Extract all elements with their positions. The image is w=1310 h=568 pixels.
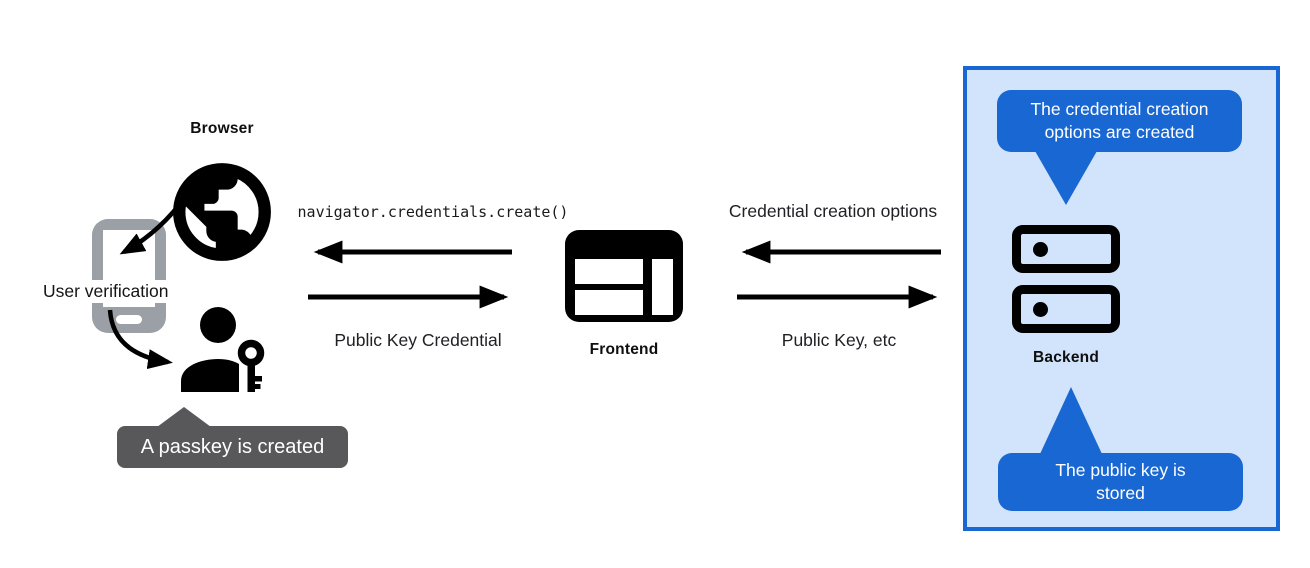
frontend-cell-right <box>652 259 673 315</box>
callout-key-stored: The public key is stored <box>998 387 1243 511</box>
frontend-cell-bottom-left <box>575 290 643 315</box>
browser-label: Browser <box>190 120 254 137</box>
credential-creation-options-label: Credential creation options <box>728 201 938 221</box>
public-key-credential-label: Public Key Credential <box>334 330 502 350</box>
tooltip-tail-up <box>157 407 211 427</box>
person-with-key-icon <box>181 307 265 392</box>
callout-passkey-created-text: A passkey is created <box>140 435 325 458</box>
frontend-label: Frontend <box>589 341 659 358</box>
callout-options-created: The credential creation options are crea… <box>997 90 1242 205</box>
frontend-window-icon <box>565 230 683 322</box>
callout-tail-down <box>1035 151 1097 205</box>
create-call-label: navigator.credentials.create() <box>297 203 569 221</box>
callout-options-created-line2: options are created <box>1044 122 1195 142</box>
callout-key-stored-line2: stored <box>1096 483 1145 503</box>
server-icon-top <box>1012 225 1120 273</box>
globe-icon <box>173 163 271 261</box>
callout-tail-up <box>1040 387 1102 454</box>
callout-key-stored-line1: The public key is <box>1055 460 1186 481</box>
server-led-dot <box>1033 241 1048 257</box>
public-key-etc-label: Public Key, etc <box>781 330 897 350</box>
frontend-cell-top-left <box>575 259 643 284</box>
backend-label: Backend <box>1032 349 1100 366</box>
server-led-dot <box>1033 301 1048 317</box>
server-icon-bottom <box>1012 285 1120 333</box>
callout-options-created-line1: The credential creation <box>1030 99 1209 120</box>
callout-passkey-created: A passkey is created <box>117 407 348 468</box>
user-verification-label: User verification <box>40 280 172 303</box>
